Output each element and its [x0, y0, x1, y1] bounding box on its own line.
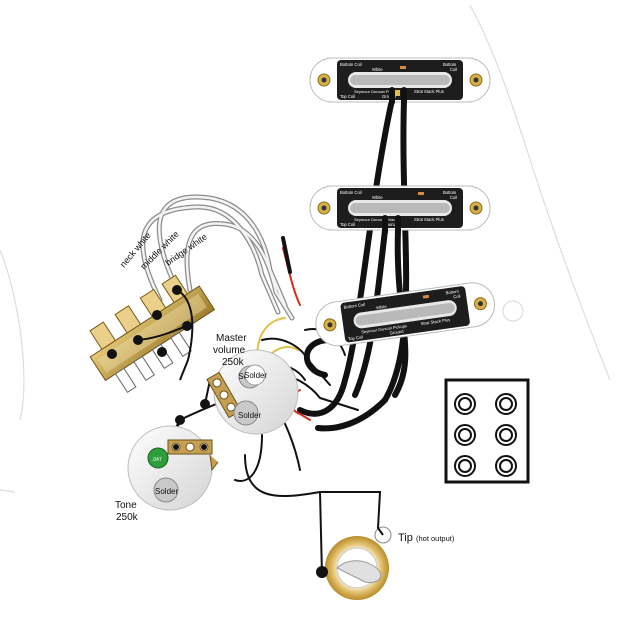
pickup-label: Seymour Duncan Pickups — [354, 217, 400, 222]
pickup-label: Coil — [450, 195, 457, 200]
pickup-label: Top Coil — [348, 334, 364, 341]
pickup-label: Strat Stack Plus — [414, 217, 444, 222]
pickup-neck: Bottom Coil Bottom Coil White Seymour Du… — [309, 57, 491, 103]
pickguard-screw-hole — [502, 300, 524, 322]
pickup-label: Top Coil — [340, 94, 355, 99]
pickup-label: Ground — [389, 329, 404, 336]
volume-solder-top-2: Solder — [244, 371, 267, 380]
output-jack[interactable] — [316, 526, 392, 600]
pickguard-outline — [0, 4, 611, 493]
pickup-label: Strat Stack Plus — [414, 89, 444, 94]
pickup-label: Bottom Coil — [340, 190, 362, 195]
pickup-label: Ground — [382, 222, 397, 227]
red-wire-lead — [281, 236, 292, 274]
pickup-label: White — [376, 304, 388, 311]
pickup-label: Bottom — [445, 289, 459, 296]
pickup-label: White — [372, 195, 383, 200]
pickup-label: Bottom Coil — [340, 62, 362, 67]
pickup-label: Strat Stack Plus — [420, 317, 450, 326]
tone-capacitor: .047 — [147, 447, 169, 469]
pickup-label: White — [372, 67, 383, 72]
pickup-label: Bottom — [443, 190, 457, 195]
grid-of-circles-icon — [444, 378, 530, 484]
pickup-label: Top Coil — [340, 222, 355, 227]
pickup-label: Seymour Duncan Pickups — [361, 323, 407, 334]
pickup-label: Seymour Duncan Pickups — [354, 89, 400, 94]
volume-label-line2: volume — [213, 345, 246, 356]
capacitor-value: .047 — [152, 457, 162, 463]
volume-label-line3: 250k — [222, 357, 245, 368]
tone-pot[interactable]: .047 Solder — [127, 425, 219, 511]
volume-solder-bottom: Solder — [238, 411, 261, 420]
jack-tip-note: (hot output) — [416, 534, 455, 543]
pot-lugs — [206, 371, 242, 419]
tone-label-line2: 250k — [116, 512, 139, 523]
pickup-label: Coil — [453, 293, 461, 299]
pickup-middle: Bottom Coil Bottom Coil White Seymour Du… — [309, 185, 491, 231]
jack-tip-label: Tip — [398, 532, 413, 544]
pickup-label: Coil — [450, 67, 457, 72]
volume-pot[interactable]: Solder Solder Solder — [206, 349, 299, 435]
five-way-switch[interactable] — [78, 268, 226, 399]
pickup-label: Bottom — [443, 62, 457, 67]
volume-label-line1: Master — [216, 333, 247, 344]
pickup-black-wires — [297, 97, 410, 432]
pickup-label: Bottom Coil — [343, 302, 365, 310]
tone-solder: Solder — [155, 487, 178, 496]
pickup-bridge: Bottom Coil Bottom Coil White Seymour Du… — [315, 282, 496, 347]
tone-label-line1: Tone — [115, 500, 137, 511]
